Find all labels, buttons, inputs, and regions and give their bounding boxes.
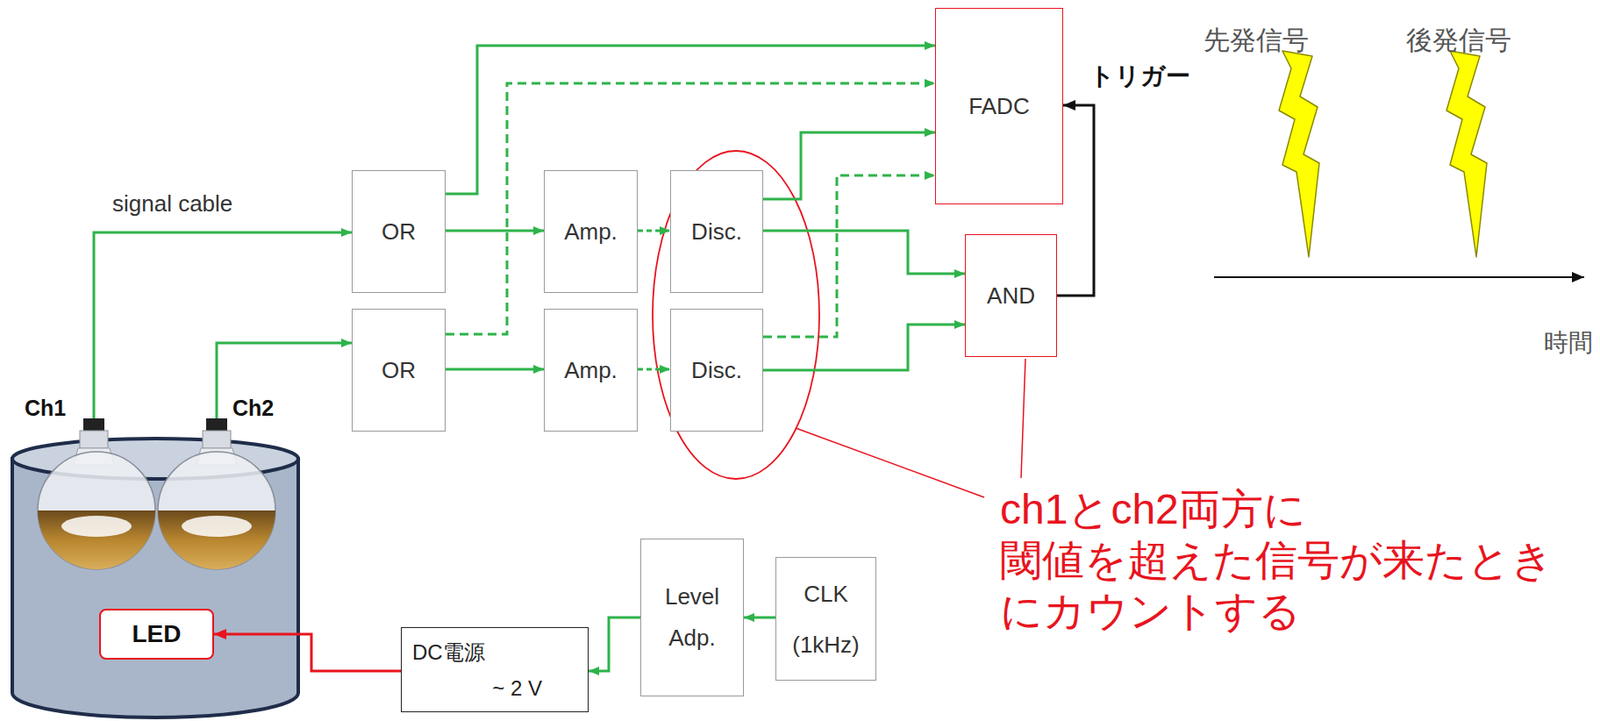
node-text: LED <box>132 620 182 649</box>
led-box: LED <box>99 608 215 660</box>
node-text: Disc. <box>691 218 743 246</box>
signal-connector <box>763 324 965 371</box>
pmt-reflection <box>61 515 132 537</box>
clock-box: CLK (1kHz) <box>775 557 877 681</box>
signal-label: 後発信号 <box>1406 24 1512 57</box>
node-text: Amp. <box>564 357 618 385</box>
pmt-base <box>83 418 105 431</box>
node-text: Amp. <box>564 218 618 246</box>
amp-box: Amp. <box>543 170 638 293</box>
signal-connector <box>763 132 936 200</box>
axis-label: 時間 <box>1543 328 1593 358</box>
pmt-photocathode <box>37 510 156 570</box>
leader-line <box>1021 358 1026 479</box>
pmt-bulb <box>37 451 156 570</box>
dc-power-box: DC電源 ~ 2 V <box>400 627 589 713</box>
leader-line <box>795 428 985 498</box>
cable-label: signal cable <box>112 190 233 218</box>
node-text: CLK (1kHz) <box>781 568 871 671</box>
signal-connector <box>445 229 544 233</box>
signal-connector <box>445 83 936 335</box>
signal-connector <box>214 634 401 672</box>
pmt-reflection <box>181 515 252 537</box>
fadc-box: FADC <box>935 7 1064 205</box>
pmt-photocathode <box>157 510 276 570</box>
signal-cable <box>93 232 352 419</box>
signal-connector <box>445 368 544 372</box>
discriminator-box: Disc. <box>670 170 764 293</box>
signal-connector <box>763 230 965 274</box>
discriminator-box: Disc. <box>670 308 764 432</box>
pmt-2 <box>157 418 276 570</box>
or-box: OR <box>351 308 446 432</box>
node-text: OR <box>381 218 416 246</box>
signal-connector <box>637 368 671 372</box>
signal-connector <box>637 229 671 233</box>
trigger-label: トリガー <box>1089 61 1191 92</box>
node-text: OR <box>381 357 416 385</box>
level-adapter-box: Level Adp. <box>640 538 744 697</box>
node-text: AND <box>986 282 1036 310</box>
pmt-socket <box>79 430 108 449</box>
amp-box: Amp. <box>543 308 638 432</box>
signal-connector <box>763 175 936 337</box>
pmt-socket <box>202 430 231 449</box>
time-axis <box>1214 276 1585 279</box>
signal-connector <box>743 616 776 620</box>
annotation-note: ch1とch2両方に 閾値を超えた信号が来たとき にカウントする <box>1000 484 1579 637</box>
channel-label: Ch2 <box>232 394 274 422</box>
node-text: DC電源 <box>412 638 578 667</box>
or-box: OR <box>351 170 446 293</box>
channel-label: Ch1 <box>24 394 66 422</box>
node-text: FADC <box>968 92 1029 121</box>
pmt-bulb <box>157 451 276 570</box>
signal-connector <box>588 617 641 672</box>
signal-label: 先発信号 <box>1203 24 1309 57</box>
node-text: ~ 2 V <box>412 676 578 701</box>
node-text: Level Adp. <box>646 576 738 659</box>
and-box: AND <box>964 234 1058 358</box>
node-text: Disc. <box>691 357 743 385</box>
signal-bolt <box>1278 50 1320 258</box>
pmt-base <box>206 418 228 431</box>
pmt-1 <box>37 418 156 570</box>
signal-bolt <box>1446 50 1487 258</box>
